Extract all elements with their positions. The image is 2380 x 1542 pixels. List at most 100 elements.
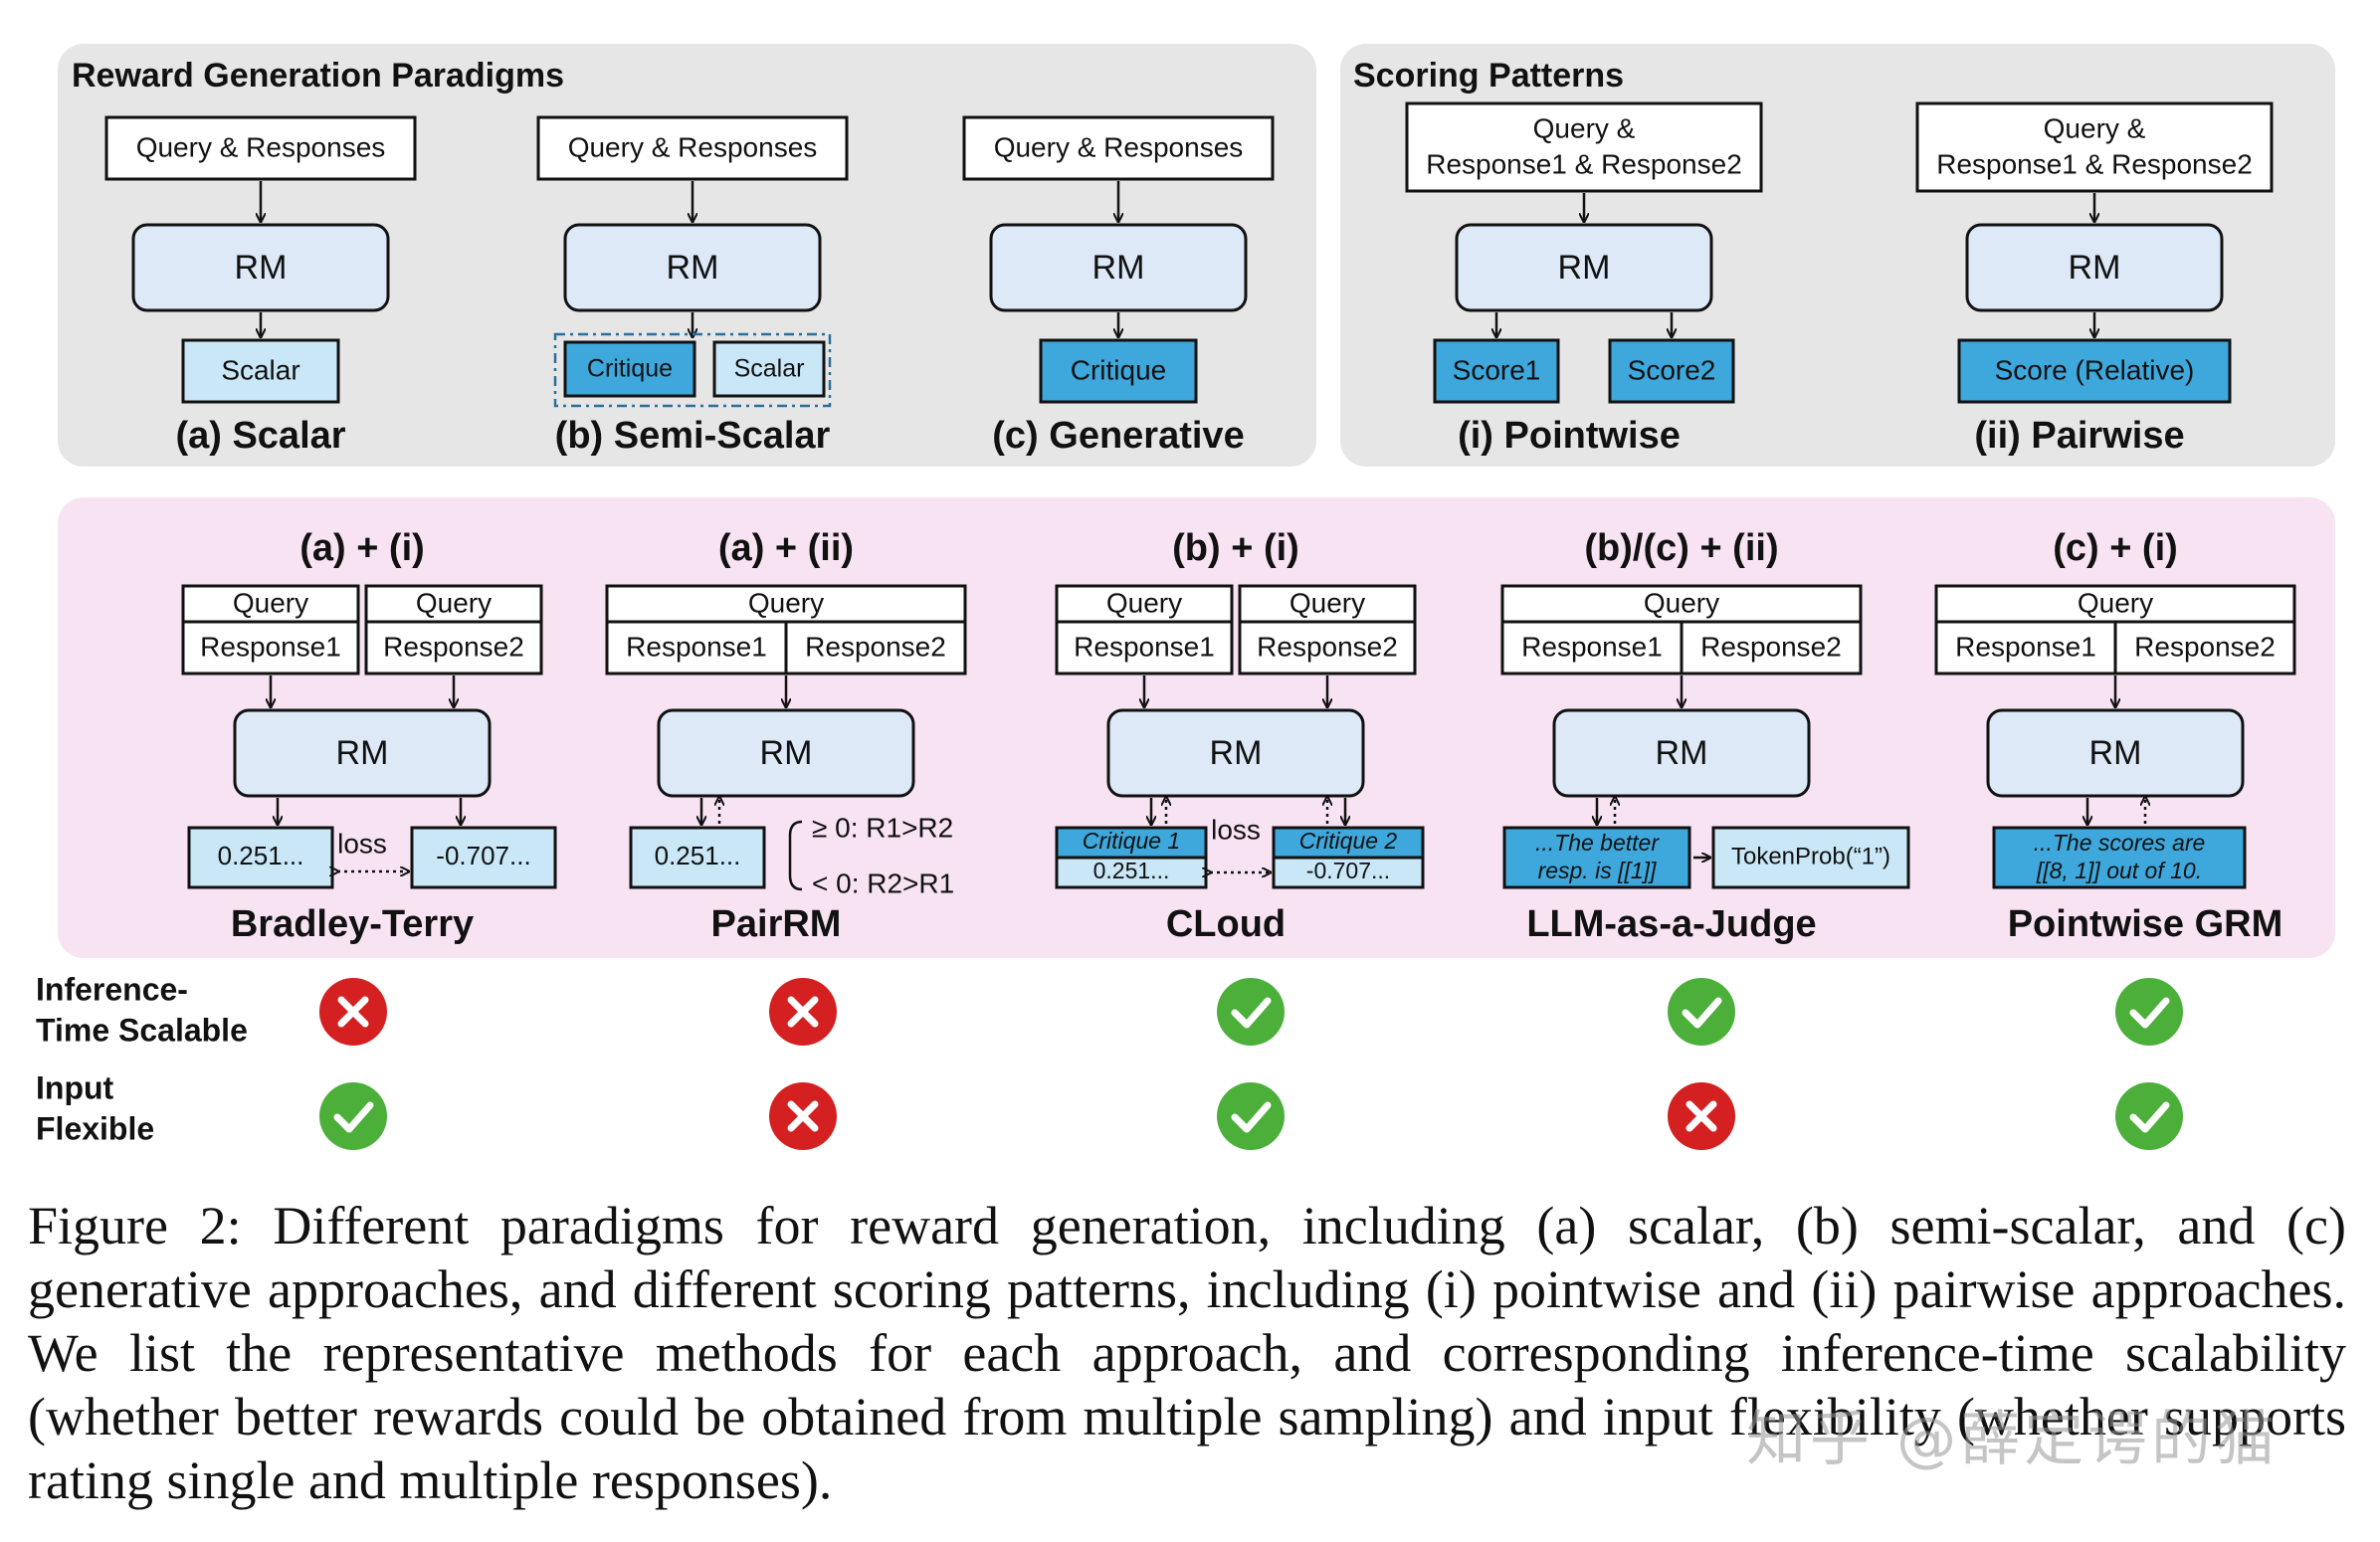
response-cell-text: Response1 xyxy=(1521,631,1663,662)
check-icon xyxy=(1217,1082,1285,1150)
patterns-title: Scoring Patterns xyxy=(1353,57,1624,95)
query-cell xyxy=(1934,584,2296,624)
query-cell-text: Query xyxy=(748,587,824,618)
method-rm-box-label: RM xyxy=(1210,734,1263,772)
semi-scalar-group xyxy=(553,332,832,408)
response-cell xyxy=(181,620,360,675)
pattern-label: (ii) Pairwise xyxy=(1974,415,2184,457)
paradigm-rm-box xyxy=(563,223,822,312)
score-text: -0.707... xyxy=(436,841,530,870)
score-text: -0.707... xyxy=(1306,858,1390,883)
method-combo-label: (a) + (ii) xyxy=(718,527,854,569)
scalar-output-text: Scalar xyxy=(734,355,805,383)
method-combo-label: (c) + (i) xyxy=(2053,527,2178,569)
method-rm-box-label: RM xyxy=(1656,734,1708,772)
pattern-rm-box xyxy=(1965,223,2224,312)
response-cell-text: Response2 xyxy=(805,631,946,662)
response-cell xyxy=(364,620,543,675)
critique-output-box xyxy=(563,340,696,398)
paradigms-title: Reward Generation Paradigms xyxy=(72,57,564,95)
check-icon xyxy=(2115,1082,2183,1150)
score-text: 0.251... xyxy=(1093,858,1170,883)
critique-text: Critique 2 xyxy=(1299,828,1398,854)
query-cell-text: Query xyxy=(1289,587,1365,618)
cross-mark xyxy=(787,1100,819,1132)
judge-output-box xyxy=(1502,826,1691,889)
paradigm-label: (c) Generative xyxy=(992,415,1244,457)
row-label-flexible: Flexible xyxy=(36,1110,154,1146)
condition-text: < 0: R2>R1 xyxy=(812,867,954,898)
row-label-flexible: Input xyxy=(36,1069,114,1105)
score-text: 0.251... xyxy=(655,841,741,870)
query-cell xyxy=(1055,584,1234,624)
score1-text: Score1 xyxy=(1453,354,1541,385)
score-box xyxy=(410,826,557,889)
critique-output-text: Critique xyxy=(1071,354,1166,385)
cross-mark xyxy=(1686,1100,1717,1132)
paradigm-label: (a) Scalar xyxy=(175,415,345,457)
pattern-input-line1: Query & xyxy=(1533,112,1636,143)
paradigm-rm-box xyxy=(131,223,390,312)
method-name: CLoud xyxy=(1166,903,1286,945)
paradigm-label: (b) Semi-Scalar xyxy=(555,415,831,457)
response-cell-text: Response2 xyxy=(2134,631,2276,662)
critique-box xyxy=(1055,826,1208,860)
scalar-output-text: Scalar xyxy=(221,354,299,385)
judge-output-text: resp. is [[1]] xyxy=(1538,858,1657,883)
response-cell-text: Response2 xyxy=(383,631,524,662)
score-relative-box xyxy=(1957,338,2232,404)
critique-output-text: Critique xyxy=(587,355,673,383)
score-box xyxy=(187,826,334,889)
grm-output-box xyxy=(1992,826,2247,889)
watermark: 知乎 @薛定谔的猫 xyxy=(1746,1405,2280,1474)
critique-text: Critique 1 xyxy=(1083,828,1180,854)
scalar-output-box xyxy=(712,340,826,398)
score2-text: Score2 xyxy=(1628,354,1716,385)
paradigm-input-text: Query & Responses xyxy=(994,131,1244,162)
method-rm-box xyxy=(1106,708,1365,798)
pattern-input-line2: Response1 & Response2 xyxy=(1936,148,2253,179)
query-cell-text: Query xyxy=(233,587,308,618)
method-combo-label: (a) + (i) xyxy=(299,527,425,569)
paradigm-rm-box-label: RM xyxy=(1092,249,1145,287)
query-cell xyxy=(1238,584,1417,624)
response-cell-text: Response1 xyxy=(200,631,341,662)
query-cell-text: Query xyxy=(2078,587,2153,618)
cross-mark xyxy=(337,996,369,1028)
query-cell xyxy=(605,584,967,624)
method-rm-box xyxy=(1986,708,2245,798)
pattern-input-line2: Response1 & Response2 xyxy=(1426,148,1742,179)
check-mark xyxy=(2129,997,2170,1029)
check-icon xyxy=(1217,978,1285,1046)
method-rm-box-label: RM xyxy=(760,734,813,772)
check-mark xyxy=(333,1101,374,1133)
diagram-layer: Reward Generation Paradigms Scoring Patte… xyxy=(36,57,2296,1150)
method-rm-box xyxy=(657,708,915,798)
grm-output-text: ...The scores are xyxy=(2034,830,2206,856)
cross-mark xyxy=(787,996,819,1028)
check-mark xyxy=(1231,1101,1272,1133)
score-box xyxy=(1272,856,1425,889)
response-cell-text: Response2 xyxy=(1700,631,1842,662)
method-rm-box xyxy=(233,708,492,798)
pattern-rm-box-label: RM xyxy=(1558,249,1611,287)
response-cell-text: Response1 xyxy=(626,631,767,662)
scalar-output-box xyxy=(181,338,340,404)
method-combo-label: (b)/(c) + (ii) xyxy=(1584,527,1778,569)
score1-box xyxy=(1433,338,1560,404)
critique-box xyxy=(1272,826,1425,860)
method-name: Pointwise GRM xyxy=(2008,903,2283,945)
response-cell xyxy=(1055,620,1234,675)
check-mark xyxy=(1682,997,1722,1029)
method-rm-box-label: RM xyxy=(336,734,389,772)
token-prob-text: TokenProb(“1”) xyxy=(1731,843,1890,869)
row-label-scalable: Inference- xyxy=(36,971,188,1007)
method-rm-box-label: RM xyxy=(2089,734,2142,772)
response-cell xyxy=(1238,620,1417,675)
response-cell-text: Response2 xyxy=(1257,631,1398,662)
paradigm-input-box xyxy=(962,115,1275,181)
pattern-input-box xyxy=(1405,101,1763,193)
score-text: 0.251... xyxy=(218,841,304,870)
method-name: PairRM xyxy=(711,903,842,945)
